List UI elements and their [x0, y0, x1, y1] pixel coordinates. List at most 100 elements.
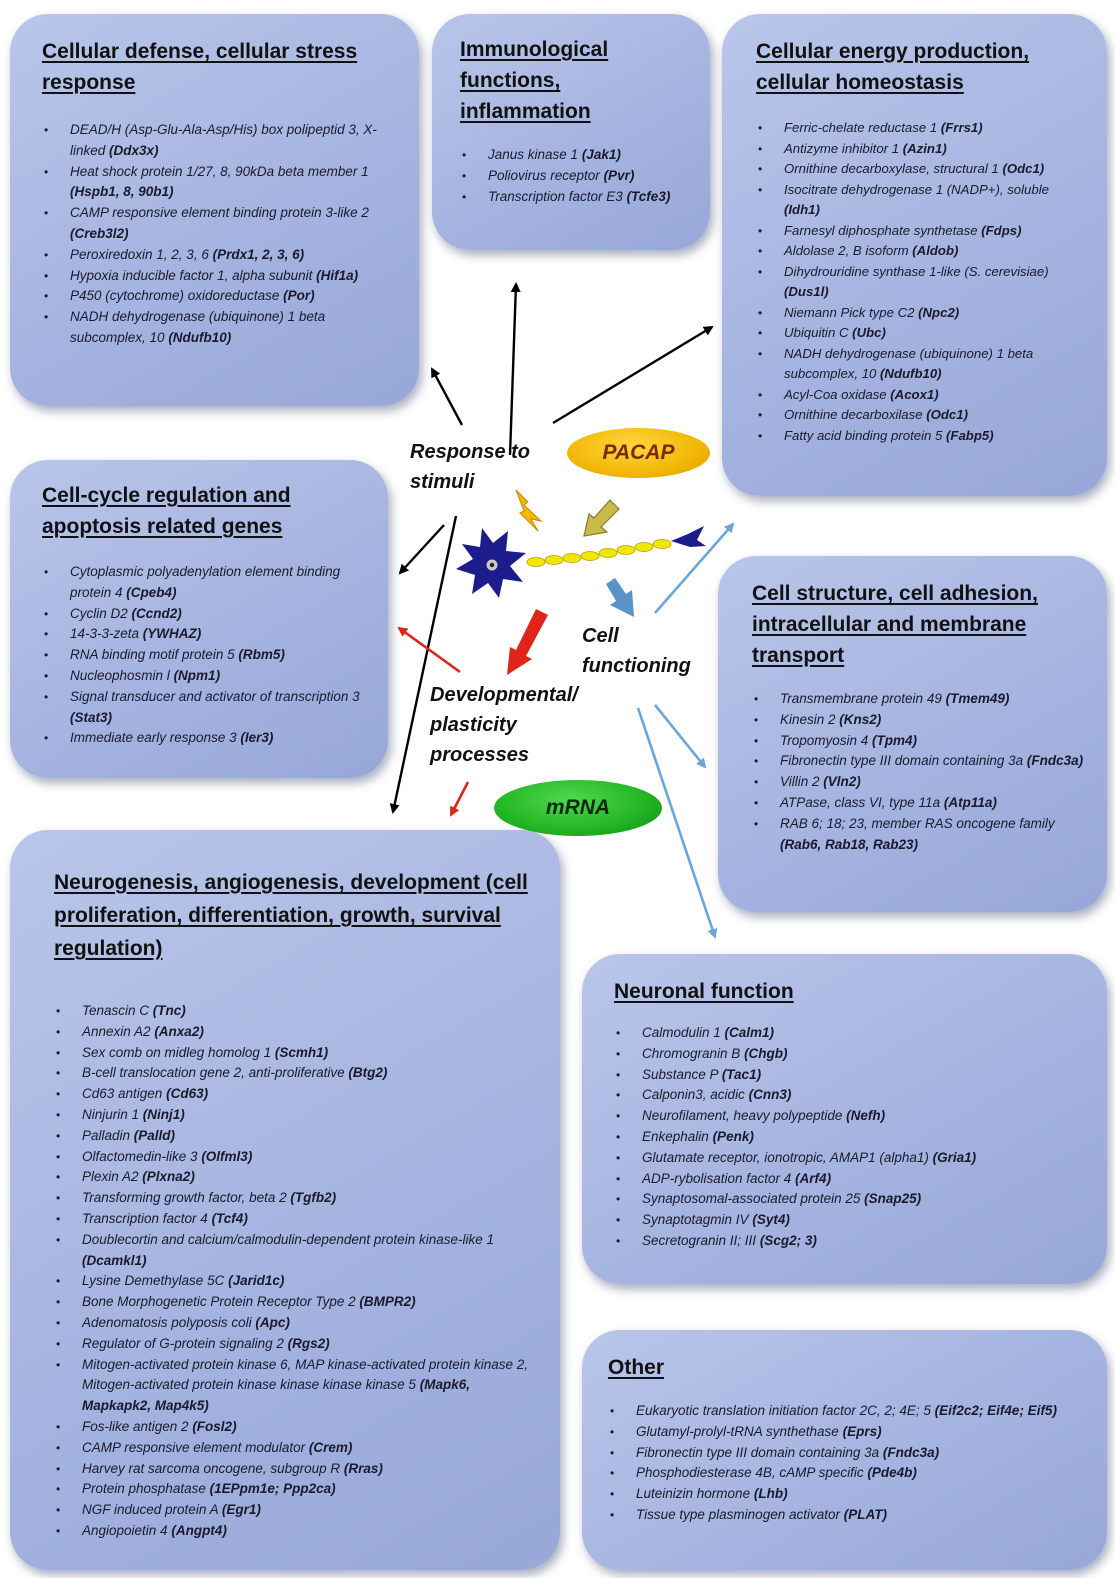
- list-item: Janus kinase 1 (Jak1): [460, 145, 690, 166]
- list-item: Transcription factor 4 (Tcf4): [54, 1209, 536, 1230]
- list-item: Olfactomedin-like 3 (Olfml3): [54, 1147, 536, 1168]
- list-item: Fos-like antigen 2 (Fosl2): [54, 1417, 536, 1438]
- arrow-red-to-neurogenesis: [449, 781, 470, 817]
- list-item: CAMP responsive element binding protein …: [42, 203, 393, 245]
- box-cellular-energy: Cellular energy production, cellular hom…: [722, 14, 1107, 496]
- list-item: Niemann Pick type C2 (Npc2): [756, 303, 1087, 324]
- label-response-to-stimuli: Response to stimuli: [410, 441, 531, 493]
- neuron-icon: [456, 528, 526, 598]
- list-item: Ferric-chelate reductase 1 (Frrs1): [756, 118, 1087, 139]
- box-title: Immunological functions, inflammation: [460, 38, 609, 123]
- list-item: RAB 6; 18; 23, member RAS oncogene famil…: [752, 814, 1087, 856]
- list-item: Palladin (Palld): [54, 1126, 536, 1147]
- list-item: Transforming growth factor, beta 2 (Tgfb…: [54, 1188, 536, 1209]
- gene-list: Ferric-chelate reductase 1 (Frrs1) Antiz…: [756, 118, 1087, 446]
- list-item: Heat shock protein 1/27, 8, 90kDa beta m…: [42, 162, 393, 204]
- list-item: Luteinizin hormone (Lhb): [608, 1484, 1087, 1505]
- arrow-blue-to-energy: [654, 522, 735, 614]
- lightning-icon: [515, 489, 543, 532]
- list-item: Farnesyl diphosphate synthetase (Fdps): [756, 221, 1087, 242]
- list-item: Villin 2 (Vln2): [752, 772, 1087, 793]
- list-item: Adenomatosis polyposis coli (Apc): [54, 1313, 536, 1334]
- list-item: Fibronectin type III domain containing 3…: [752, 751, 1087, 772]
- mrna-oval: mRNA: [494, 780, 662, 836]
- box-cell-structure: Cell structure, cell adhesion, intracell…: [718, 556, 1107, 912]
- list-item: B-cell translocation gene 2, anti-prolif…: [54, 1063, 536, 1084]
- list-item: Doublecortin and calcium/calmodulin-depe…: [54, 1230, 536, 1272]
- list-item: Glutamate receptor, ionotropic, AMAP1 (a…: [614, 1148, 1083, 1169]
- list-item: 14-3-3-zeta (YWHAZ): [42, 624, 368, 645]
- list-item: Synaptotagmin IV (Syt4): [614, 1210, 1083, 1231]
- axon-icon: [526, 526, 706, 567]
- list-item: Mitogen-activated protein kinase 6, MAP …: [54, 1355, 536, 1417]
- list-item: NADH dehydrogenase (ubiquinone) 1 beta s…: [756, 344, 1087, 385]
- list-item: Ornithine decarboxilase (Odc1): [756, 405, 1087, 426]
- list-item: Fatty acid binding protein 5 (Fabp5): [756, 426, 1087, 447]
- arrow-red-to-cellcycle: [397, 626, 461, 674]
- list-item: Hypoxia inducible factor 1, alpha subuni…: [42, 266, 393, 287]
- list-item: DEAD/H (Asp-Glu-Ala-Asp/His) box polipep…: [42, 120, 393, 162]
- list-item: Angiopoietin 4 (Angpt4): [54, 1521, 536, 1542]
- list-item: Tissue type plasminogen activator (PLAT): [608, 1505, 1087, 1526]
- list-item: Sex comb on midleg homolog 1 (Scmh1): [54, 1043, 536, 1064]
- box-title: Neurogenesis, angiogenesis, development …: [54, 871, 528, 960]
- list-item: Chromogranin B (Chgb): [614, 1044, 1083, 1065]
- list-item: P450 (cytochrome) oxidoreductase (Por): [42, 286, 393, 307]
- box-cell-cycle: Cell-cycle regulation and apoptosis rela…: [10, 460, 388, 778]
- pacap-arrow-icon: [583, 499, 620, 537]
- list-item: Enkephalin (Penk): [614, 1127, 1083, 1148]
- list-item: CAMP responsive element modulator (Crem): [54, 1438, 536, 1459]
- gene-list: DEAD/H (Asp-Glu-Ala-Asp/His) box polipep…: [42, 120, 393, 349]
- list-item: Substance P (Tac1): [614, 1065, 1083, 1086]
- list-item: Plexin A2 (Plxna2): [54, 1167, 536, 1188]
- list-item: Neurofilament, heavy polypeptide (Nefh): [614, 1106, 1083, 1127]
- gene-list: Transmembrane protein 49 (Tmem49) Kinesi…: [752, 689, 1087, 855]
- box-title: Other: [608, 1356, 665, 1379]
- box-cellular-defense: Cellular defense, cellular stress respon…: [10, 14, 419, 406]
- gene-list: Calmodulin 1 (Calm1) Chromogranin B (Chg…: [614, 1023, 1083, 1252]
- arrow-red-big: [507, 609, 548, 675]
- list-item: Antizyme inhibitor 1 (Azin1): [756, 139, 1087, 160]
- list-item: Ubiquitin C (Ubc): [756, 323, 1087, 344]
- list-item: Ninjurin 1 (Ninj1): [54, 1105, 536, 1126]
- list-item: Harvey rat sarcoma oncogene, subgroup R …: [54, 1459, 536, 1480]
- list-item: Ornithine decarboxylase, structural 1 (O…: [756, 159, 1087, 180]
- list-item: Transcription factor E3 (Tcfe3): [460, 187, 690, 208]
- label-developmental-processes: Developmental/ plasticity processes: [430, 684, 578, 766]
- list-item: Regulator of G-protein signaling 2 (Rgs2…: [54, 1334, 536, 1355]
- list-item: Calponin3, acidic (Cnn3): [614, 1085, 1083, 1106]
- arrow-to-energy: [552, 325, 714, 425]
- box-neuronal-function: Neuronal function Calmodulin 1 (Calm1) C…: [582, 954, 1107, 1284]
- arrow-to-defense: [430, 367, 464, 426]
- gene-list: Janus kinase 1 (Jak1) Poliovirus recepto…: [460, 145, 690, 207]
- list-item: ATPase, class VI, type 11a (Atp11a): [752, 793, 1087, 814]
- list-item: Tropomyosin 4 (Tpm4): [752, 731, 1087, 752]
- arrow-blue-block: [606, 578, 634, 617]
- box-title: Cell-cycle regulation and apoptosis rela…: [42, 484, 291, 538]
- box-title: Cell structure, cell adhesion, intracell…: [752, 582, 1038, 667]
- list-item: Cd63 antigen (Cd63): [54, 1084, 536, 1105]
- arrow-to-immuno: [508, 282, 521, 456]
- list-item: Secretogranin II; III (Scg2; 3): [614, 1231, 1083, 1252]
- list-item: Transmembrane protein 49 (Tmem49): [752, 689, 1087, 710]
- gene-list: Tenascin C (Tnc) Annexin A2 (Anxa2) Sex …: [54, 1001, 536, 1542]
- label-cell-functioning: Cell functioning: [582, 625, 691, 677]
- list-item: Fibronectin type III domain containing 3…: [608, 1443, 1087, 1464]
- list-item: Cyclin D2 (Ccnd2): [42, 604, 368, 625]
- box-immunological: Immunological functions, inflammation Ja…: [432, 14, 710, 250]
- list-item: Annexin A2 (Anxa2): [54, 1022, 536, 1043]
- list-item: Bone Morphogenetic Protein Receptor Type…: [54, 1292, 536, 1313]
- gene-list: Cytoplasmic polyadenylation element bind…: [42, 562, 368, 749]
- list-item: Isocitrate dehydrogenase 1 (NADP+), solu…: [756, 180, 1087, 221]
- list-item: Phosphodiesterase 4B, cAMP specific (Pde…: [608, 1463, 1087, 1484]
- list-item: Glutamyl-prolyl-tRNA synthethase (Eprs): [608, 1422, 1087, 1443]
- box-other: Other Eukaryotic translation initiation …: [582, 1330, 1107, 1570]
- arrow-blue-to-neuronal: [636, 707, 718, 939]
- list-item: Dihydrouridine synthase 1-like (S. cerev…: [756, 262, 1087, 303]
- box-title: Neuronal function: [614, 980, 794, 1003]
- list-item: Aldolase 2, B isoform (Aldob): [756, 241, 1087, 262]
- pacap-label: PACAP: [602, 441, 675, 464]
- box-title: Cellular defense, cellular stress respon…: [42, 40, 358, 94]
- pacap-oval: PACAP: [567, 428, 710, 478]
